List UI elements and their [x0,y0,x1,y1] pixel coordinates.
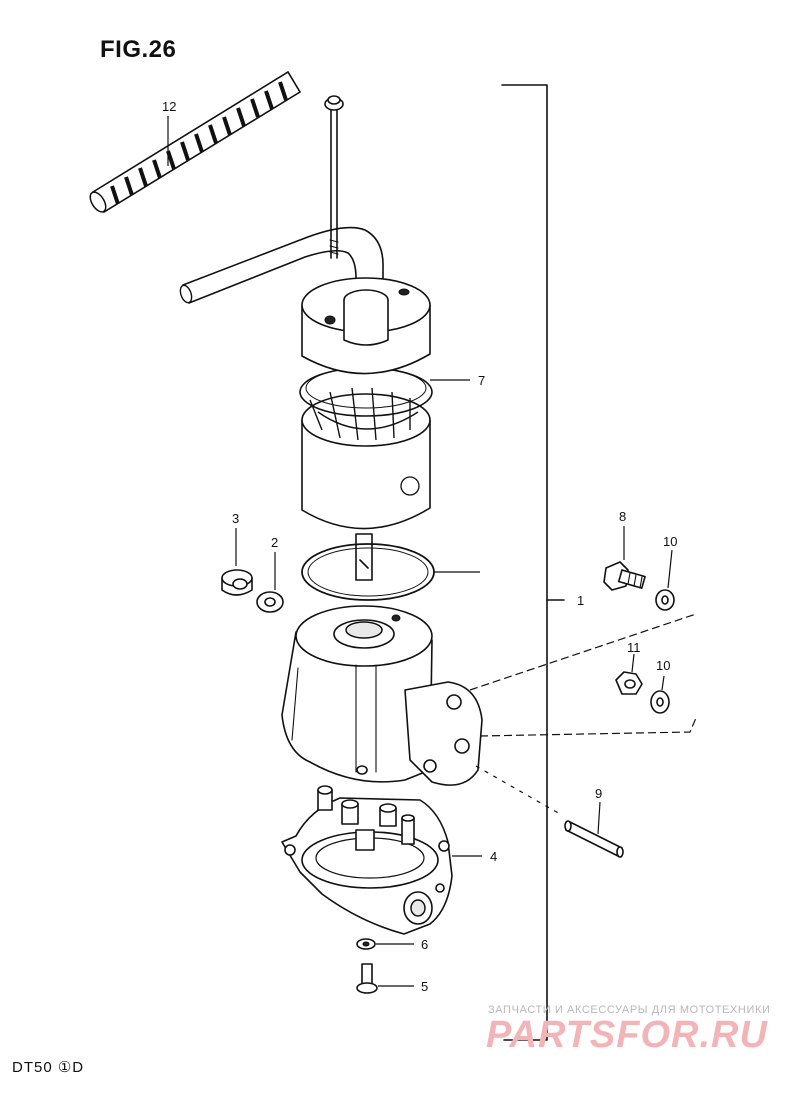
through-bolt [324,95,344,259]
callout-12: 12 [162,99,176,114]
fuel-hose [179,226,384,304]
callout-8: 8 [619,509,626,524]
model-code: DT50 ①D [12,1059,85,1076]
callout-3: 3 [232,511,239,526]
callout-5: 5 [421,979,428,994]
part-12-spiral-hose [89,70,302,214]
callout-6: 6 [421,937,428,952]
part-6-washer [356,938,376,950]
part-7-pump-motor [299,277,433,581]
part-5-screw [356,963,378,994]
part-8-bolt [603,561,646,591]
callout-10-lower: 10 [656,658,670,673]
callout-2: 2 [271,535,278,550]
part-11-nut [615,671,643,695]
callout-labels: 12 7 3 2 8 10 1 11 10 9 4 6 5 [162,99,677,994]
callout-10-upper: 10 [663,534,677,549]
part-3-plug [221,569,253,596]
callout-4: 4 [490,849,497,864]
watermark-tagline: ЗАПЧАСТИ И АКСЕССУАРЫ ДЛЯ МОТОТЕХНИКИ [488,1004,771,1016]
leader-lines [167,116,673,987]
watermark-logo: PARTSFOR.RU [486,1014,768,1056]
assembly-bracket [501,84,565,1041]
part-4-pump-cover [281,785,453,935]
alignment-lines [469,613,697,815]
callout-7: 7 [478,373,485,388]
callout-11: 11 [627,640,641,655]
callout-1: 1 [577,593,584,608]
part-2-gasket [256,591,284,613]
pump-housing [281,605,483,786]
part-9-pin [564,820,624,858]
part-10-washer-lower [650,690,670,714]
part-10-washer-upper [655,589,675,611]
figure-title: FIG.26 [100,36,177,63]
callout-9: 9 [595,786,602,801]
